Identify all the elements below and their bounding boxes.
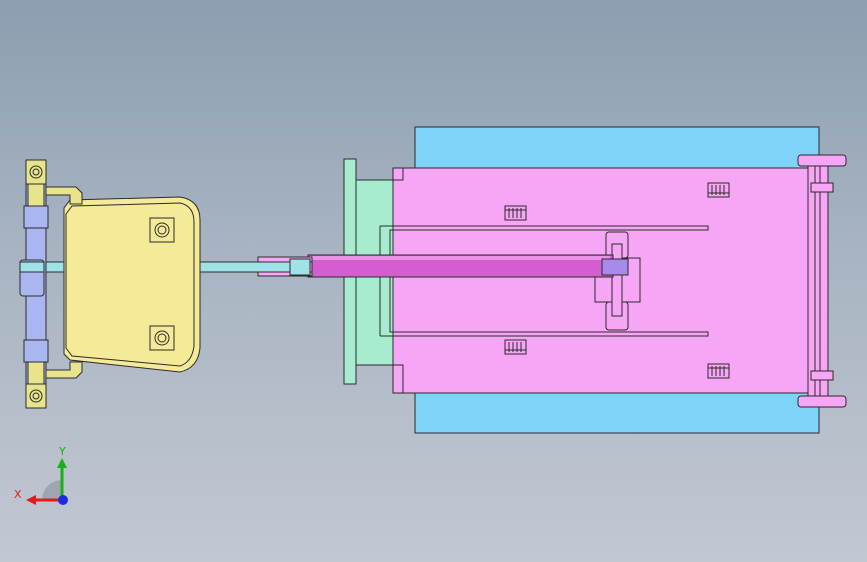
pad-bracket-top [45,186,83,205]
link-joint-bottom [23,339,49,363]
end-clamp-bottom [810,370,834,381]
triad-xy-plane [42,480,62,500]
z-axis-dot [58,495,68,505]
end-cap-top[interactable] [797,154,847,167]
end-clamp-top [810,182,834,193]
pocket-feature-4 [707,363,730,379]
pad-bolt-top [149,217,175,243]
rod-collar [289,258,311,276]
axis-triad: Y X [14,445,68,505]
y-axis-label: Y [58,445,66,458]
pressure-pad[interactable] [63,196,201,373]
guide-rail-top [379,225,709,337]
pad-bolt-bottom [149,325,175,351]
end-plate[interactable] [807,165,829,397]
cylinder-end [601,258,629,276]
x-axis-label: X [14,488,22,501]
pocket-feature-3 [707,182,730,198]
body-step-bottom [392,364,404,394]
pad-bracket-bottom [45,361,83,379]
link-joint-top [23,205,49,229]
pocket-feature-2 [504,339,527,355]
pocket-feature-1 [504,205,527,221]
body-step-top [392,167,404,181]
end-cap-bottom[interactable] [797,395,847,408]
